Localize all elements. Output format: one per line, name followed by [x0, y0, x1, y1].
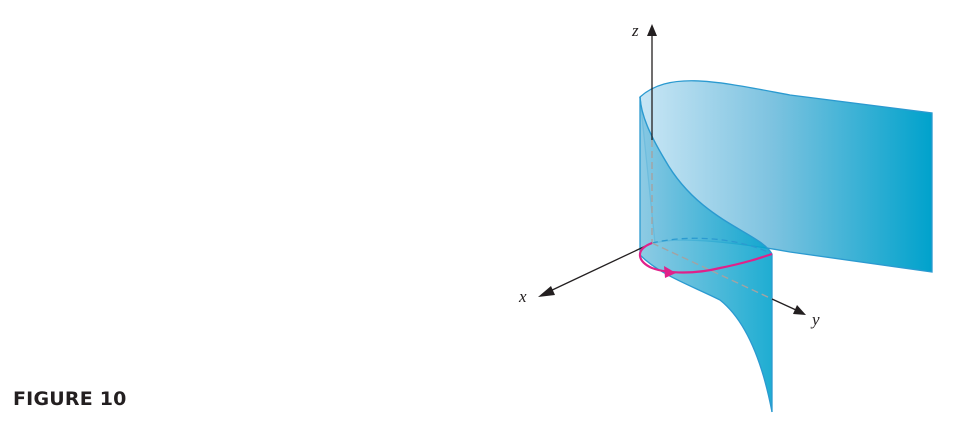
- x-axis-label: x: [518, 287, 527, 306]
- curve-direction-arrowhead-icon: [664, 266, 676, 278]
- y-axis: [771, 298, 797, 311]
- y-axis-hidden: [651, 242, 773, 300]
- y-axis-label: y: [810, 310, 820, 329]
- surface-outer-edge: [639, 254, 773, 413]
- surface-front-sheet: [640, 97, 772, 412]
- x-axis: [547, 242, 653, 293]
- z-axis-label: z: [631, 21, 639, 40]
- surface-inner-edge: [639, 96, 773, 255]
- figure-caption: FIGURE 10: [13, 388, 127, 410]
- hidden-base-curve: [651, 237, 773, 255]
- z-axis-arrowhead-icon: [647, 24, 657, 36]
- y-axis-arrowhead-icon: [793, 305, 806, 315]
- x-axis-arrowhead-icon: [538, 286, 555, 297]
- magenta-curve: [638, 241, 773, 274]
